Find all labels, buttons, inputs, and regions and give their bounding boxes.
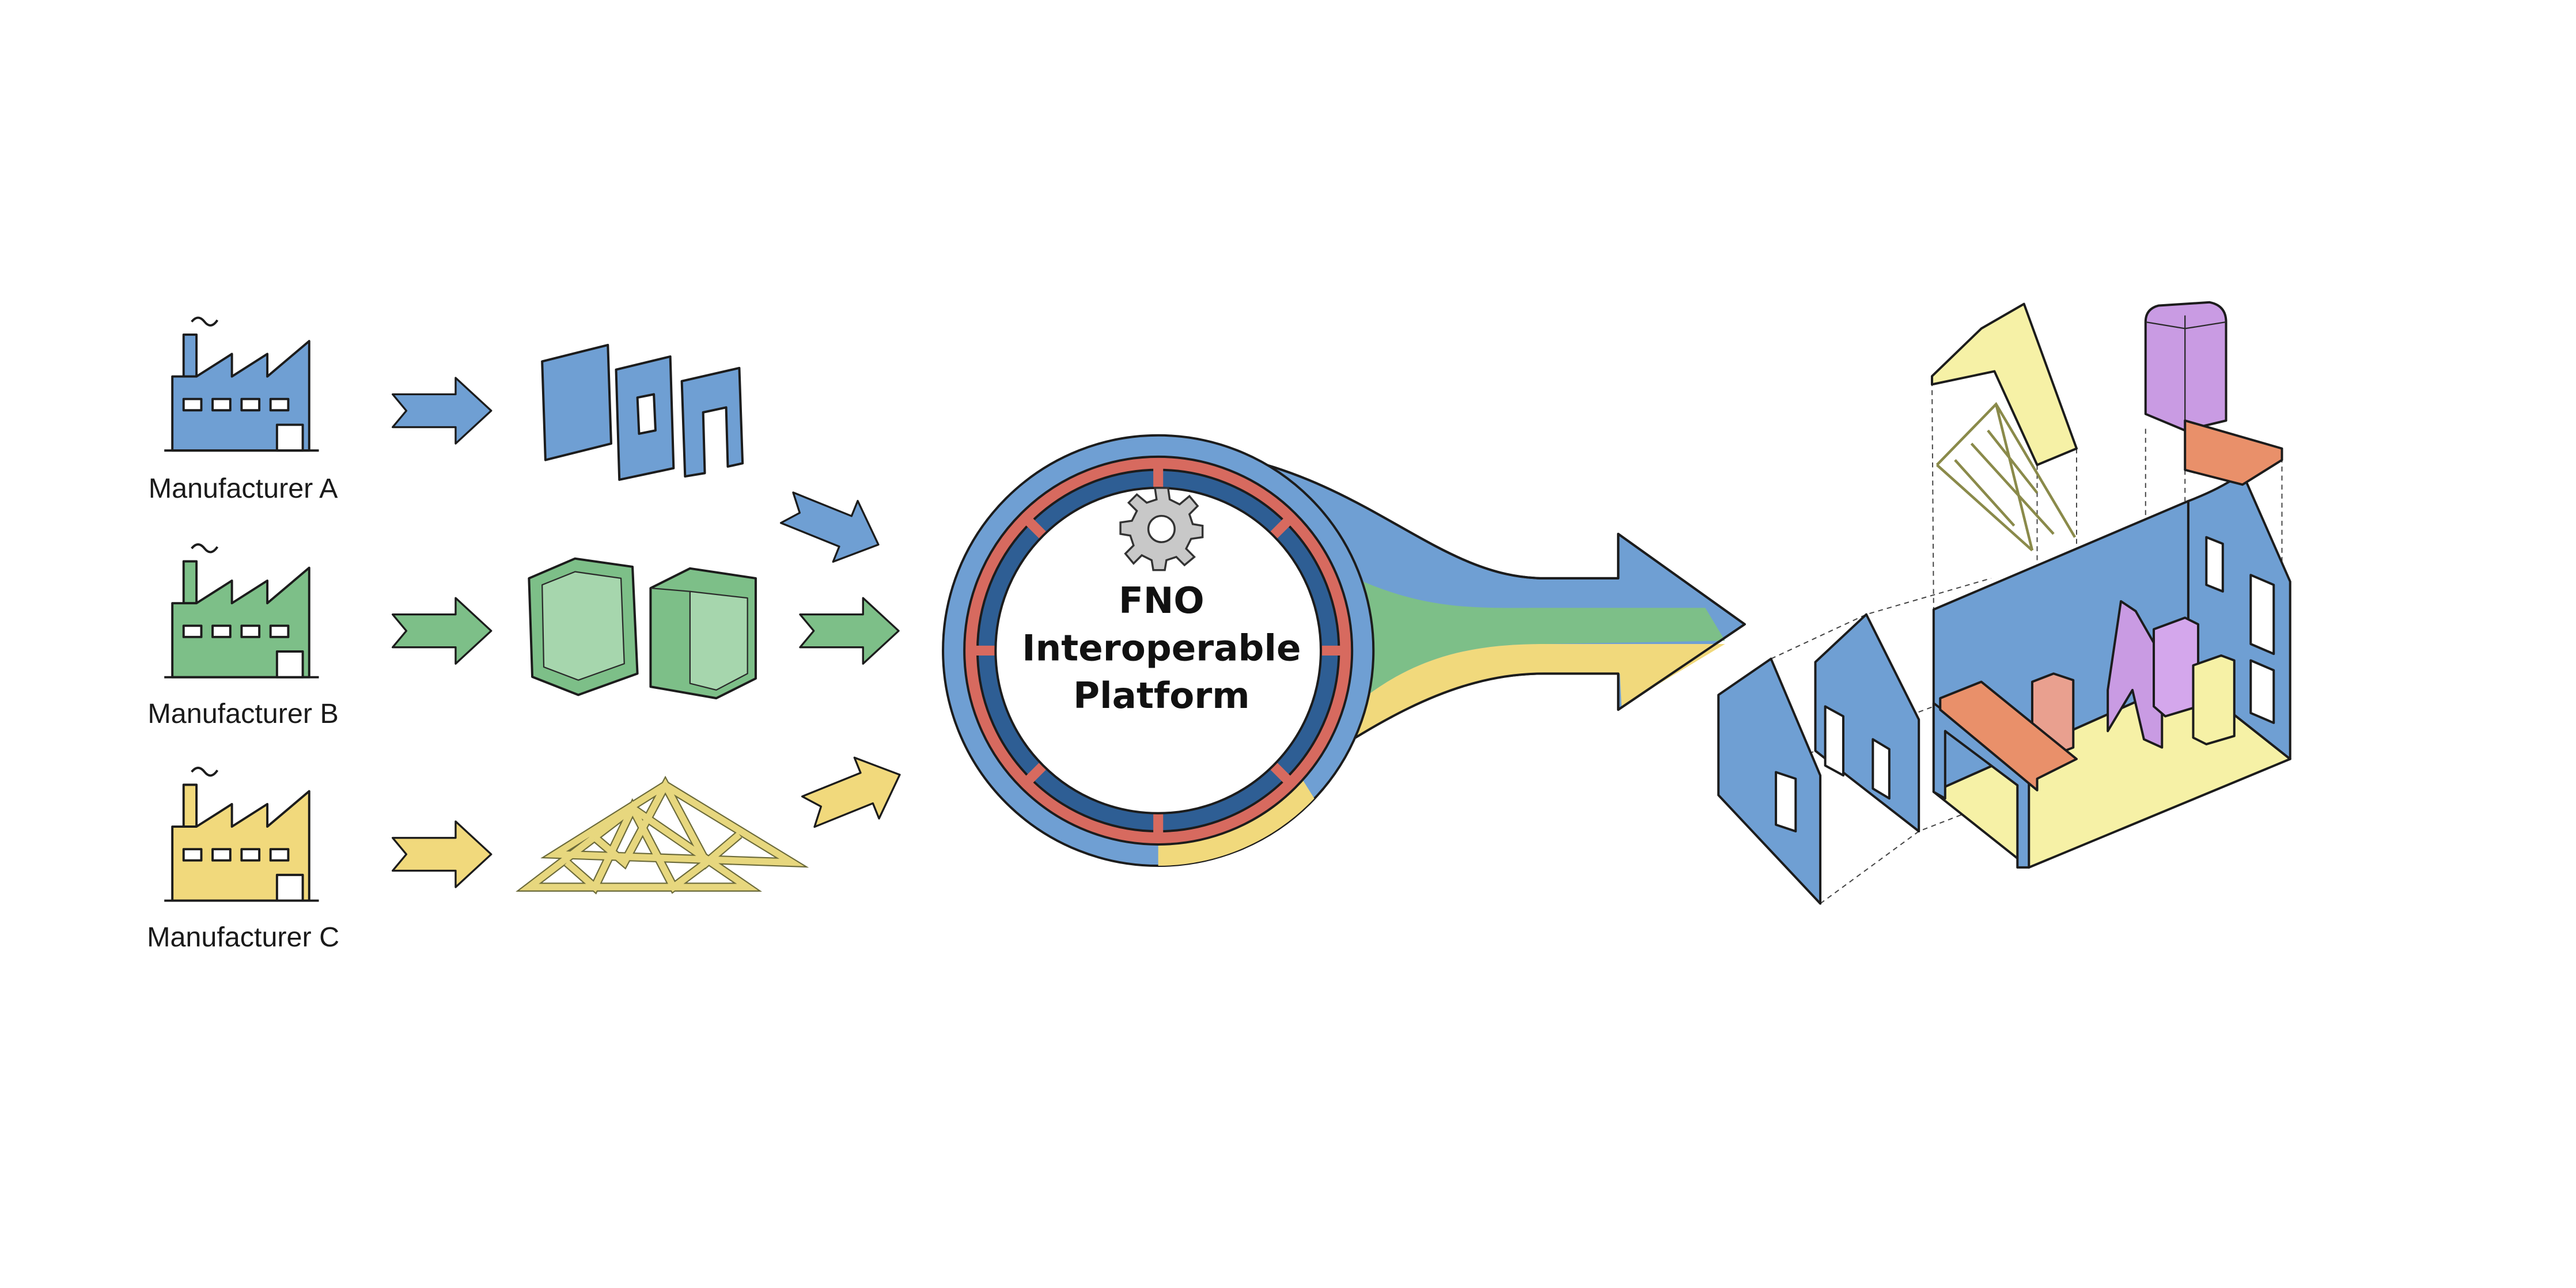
platform-title-line3: Platform bbox=[1073, 675, 1250, 717]
manufacturer-b-label: Manufacturer B bbox=[147, 698, 338, 729]
platform-hub: FNO Interoperable Platform bbox=[942, 434, 1375, 867]
ring-separator bbox=[1024, 762, 1047, 785]
manufacturer-c-label: Manufacturer C bbox=[147, 922, 339, 953]
house-exploded-view bbox=[1717, 301, 2291, 905]
manufacturer-a-label: Manufacturer A bbox=[149, 473, 338, 504]
factory-icon bbox=[163, 316, 320, 452]
volumetric-pods-icon bbox=[528, 557, 757, 700]
arrow-right-icon bbox=[391, 376, 493, 445]
kitchen-module bbox=[2192, 654, 2236, 745]
ring-separator bbox=[1270, 762, 1292, 785]
arrow-to-platform-icon bbox=[800, 598, 899, 664]
manufacturer-b: Manufacturer B bbox=[147, 543, 339, 729]
platform-title-line1: FNO bbox=[1119, 579, 1204, 622]
factory-icon bbox=[163, 767, 320, 902]
platform-title-line2: Interoperable bbox=[1022, 627, 1301, 669]
bathroom-pod-module bbox=[2144, 301, 2228, 432]
roof-trusses-icon bbox=[516, 775, 809, 895]
gear-icon bbox=[1119, 487, 1204, 571]
bathroom-module bbox=[2153, 616, 2200, 718]
wall-panels-icon bbox=[541, 343, 744, 481]
gable-wall-panel bbox=[1814, 613, 1920, 833]
arrow-right-icon bbox=[391, 597, 493, 665]
arrow-right-icon bbox=[391, 820, 493, 889]
manufacturer-c: Manufacturer C bbox=[147, 767, 339, 953]
stair-module bbox=[2107, 600, 2164, 749]
factory-icon bbox=[163, 543, 320, 679]
roof-truss-module bbox=[1935, 401, 2077, 552]
front-frame bbox=[1932, 702, 2031, 869]
floor-slab-module bbox=[1939, 680, 2078, 791]
arrow-to-platform-icon bbox=[796, 744, 912, 842]
gable-wall-panel bbox=[1717, 657, 1822, 905]
manufacturer-a: Manufacturer A bbox=[149, 316, 338, 504]
ring-separator bbox=[1024, 517, 1047, 539]
arrow-to-platform-icon bbox=[775, 477, 891, 575]
floor-slab-module bbox=[2184, 419, 2283, 486]
roof-panel bbox=[1931, 302, 2078, 467]
ring-separator bbox=[1270, 517, 1292, 539]
